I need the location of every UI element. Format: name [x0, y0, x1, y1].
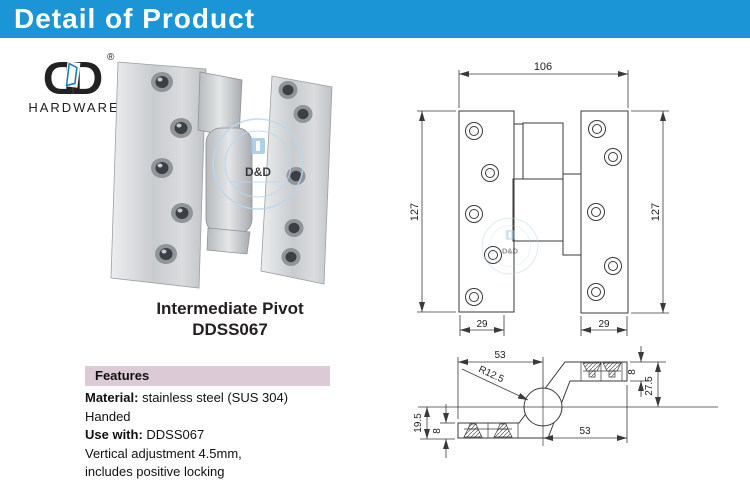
feature-item: Handed: [85, 408, 131, 424]
left-leaf-holes: [151, 72, 193, 264]
feature-item: Material: stainless steel (SUS 304): [85, 390, 289, 405]
product-code: DDSS067: [192, 320, 268, 339]
brand-logo: D D ® HARDWARE: [12, 46, 132, 124]
product-name: Intermediate Pivot DDSS067: [110, 298, 350, 340]
feature-item: Vertical adjustment 4.5mm,: [85, 445, 242, 461]
dim-leaf-right: 29: [598, 319, 610, 330]
feature-item: Use with: DDSS067: [85, 427, 205, 442]
drawing-watermark: D&D: [481, 217, 539, 275]
right-leaf-holes: [278, 81, 313, 266]
front-view: [458, 110, 629, 314]
registered-mark: ®: [107, 52, 115, 63]
dim-arm-bottom: 53: [579, 426, 591, 437]
photo-watermark: D&D: [212, 118, 304, 210]
dim-offset-right: 27.5: [644, 376, 655, 396]
hinge-photo-illustration: D&D: [110, 61, 333, 289]
feature-item: includes positive locking: [85, 464, 225, 479]
dim-height-left: 127: [409, 203, 421, 221]
product-name-line1: Intermediate Pivot: [156, 299, 304, 318]
header-bar: Detail of Product: [0, 0, 750, 38]
dim-height-right: 127: [650, 203, 662, 221]
pivot-knuckle: [205, 127, 253, 235]
dim-thickness-left: 8: [432, 428, 443, 434]
dnd-logo-icon: D D ® HARDWARE: [28, 52, 119, 115]
watermark-text: D&D: [245, 165, 271, 179]
features-heading: Features: [85, 366, 330, 386]
dim-thickness-right: 8: [627, 369, 638, 375]
section-view-dimensions: [420, 346, 666, 458]
section-view: [418, 361, 718, 446]
dimension-drawing: D&D 106 127 127 29 29: [409, 61, 718, 458]
technical-drawings: D&D 106 127 127 29 29: [408, 46, 750, 490]
product-photo: D&D: [100, 48, 350, 298]
svg-text:D&D: D&D: [502, 246, 519, 255]
brand-name: HARDWARE: [28, 100, 119, 115]
dim-offset-left: 19.5: [413, 413, 424, 433]
front-view-holes: [465, 120, 622, 306]
dim-leaf-left: 29: [476, 319, 488, 330]
features-list: Material: stainless steel (SUS 304) Hand…: [85, 389, 345, 482]
page-title: Detail of Product: [14, 3, 256, 34]
dim-arm-top: 53: [494, 350, 506, 361]
dim-total-width: 106: [534, 61, 552, 73]
front-view-dimensions: [417, 70, 669, 336]
